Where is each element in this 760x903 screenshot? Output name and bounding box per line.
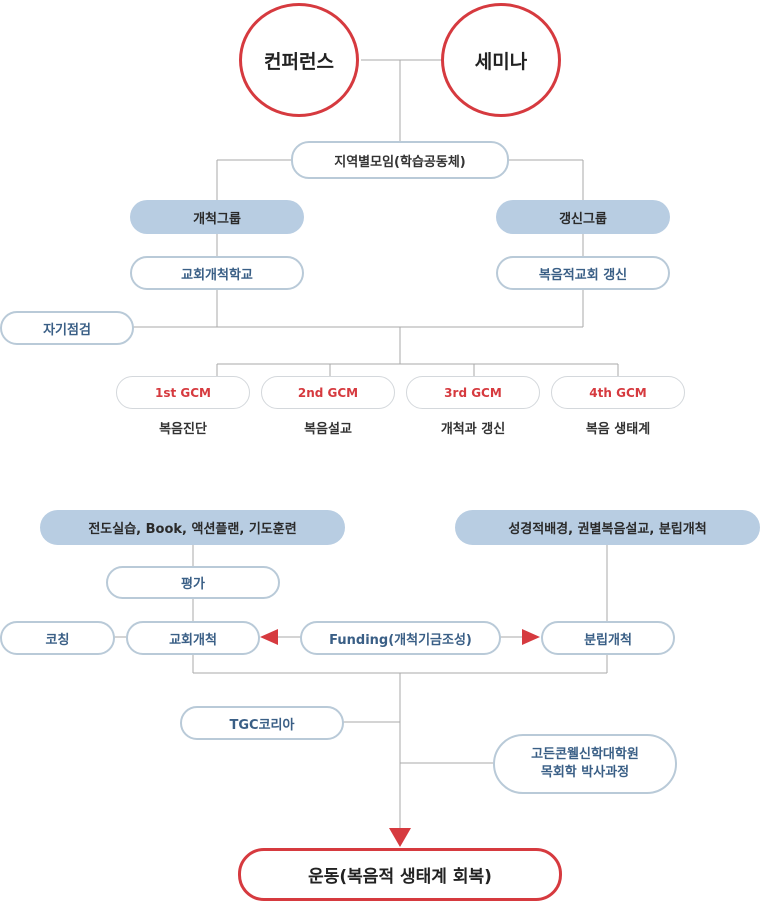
tgc-korea-pill: TGC코리아 — [180, 706, 344, 740]
evaluation-pill: 평가 — [106, 566, 280, 599]
gcm-4-label: 복음 생태계 — [585, 421, 651, 437]
gordon-conwell-pill: 고든콘웰신학대학원 목회학 박사과정 — [493, 734, 677, 794]
gospel-church-renewal-pill: 복음적교회 갱신 — [496, 256, 670, 290]
biblical-background-pill: 성경적배경, 권별복음설교, 분립개척 — [455, 510, 760, 545]
self-check-pill: 자기점검 — [0, 311, 134, 345]
gcm-1-pill: 1st GCM — [116, 376, 250, 409]
gcm-1-label: 복음진단 — [159, 421, 207, 437]
gcm-4-pill: 4th GCM — [551, 376, 685, 409]
regional-meeting-pill: 지역별모임(학습공동체) — [291, 141, 509, 179]
branch-planting-pill: 분립개척 — [541, 621, 675, 655]
gcm-2-label: 복음설교 — [304, 421, 352, 437]
seminar-circle: 세미나 — [441, 3, 561, 117]
seminary-line-2: 목회학 박사과정 — [540, 765, 630, 780]
gcm-3-pill: 3rd GCM — [406, 376, 540, 409]
practice-training-pill: 전도실습, Book, 액션플랜, 기도훈련 — [40, 510, 345, 545]
church-planting-pill: 교회개척 — [126, 621, 260, 655]
coaching-pill: 코칭 — [0, 621, 115, 655]
movement-pill: 운동(복음적 생태계 회복) — [238, 848, 562, 901]
conference-circle: 컨퍼런스 — [239, 3, 359, 117]
planting-group-pill: 개척그룹 — [130, 200, 304, 234]
gcm-2-pill: 2nd GCM — [261, 376, 395, 409]
renewal-group-pill: 갱신그룹 — [496, 200, 670, 234]
church-planting-school-pill: 교회개척학교 — [130, 256, 304, 290]
seminary-line-1: 고든콘웰신학대학원 — [531, 747, 639, 762]
gcm-3-label: 개척과 갱신 — [440, 421, 506, 437]
funding-pill: Funding(개척기금조성) — [300, 621, 501, 655]
